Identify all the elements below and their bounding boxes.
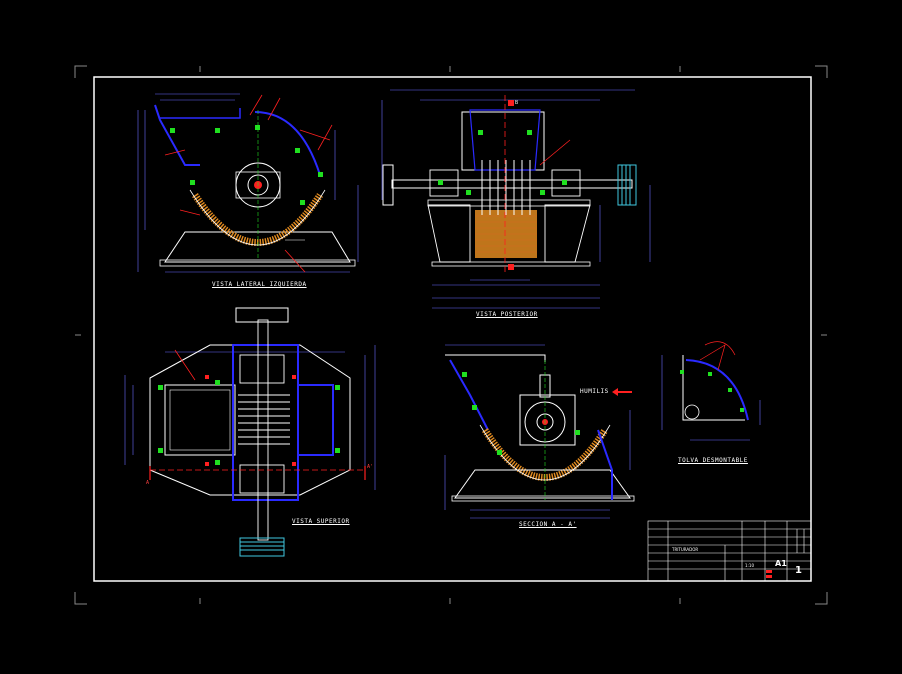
section-view-title: SECCION A - A': [519, 521, 577, 528]
title-block-sheet-size: A1: [775, 559, 787, 568]
top-view: [124, 307, 376, 557]
title-block-drawing-name: TRITURADOR: [672, 547, 699, 552]
flow-label: HUMILIS: [580, 388, 609, 395]
section-mark-b: B: [515, 100, 519, 106]
section-view: [444, 344, 635, 519]
title-block-scale: 1:10: [745, 563, 754, 568]
left-side-view: [137, 93, 359, 273]
title-block-marks: [766, 570, 772, 578]
section-mark-a: A: [146, 480, 150, 486]
crop-marks: [74, 65, 828, 605]
left-side-view-title: VISTA LATERAL IZQUIERDA: [212, 281, 307, 288]
top-pulley: [239, 537, 285, 557]
hopper-view-title: TOLVA DESMONTABLE: [678, 457, 748, 464]
hopper-view: [661, 341, 761, 441]
top-view-title: VISTA SUPERIOR: [292, 518, 350, 525]
rear-view: [381, 89, 651, 309]
drawing-frame: [93, 76, 812, 582]
section-mark-a-prime: A': [367, 464, 374, 470]
title-block-sheet-number: 1: [795, 565, 802, 576]
title-block: [647, 520, 812, 582]
rear-view-title: VISTA POSTERIOR: [476, 311, 538, 318]
pulley: [617, 164, 637, 206]
